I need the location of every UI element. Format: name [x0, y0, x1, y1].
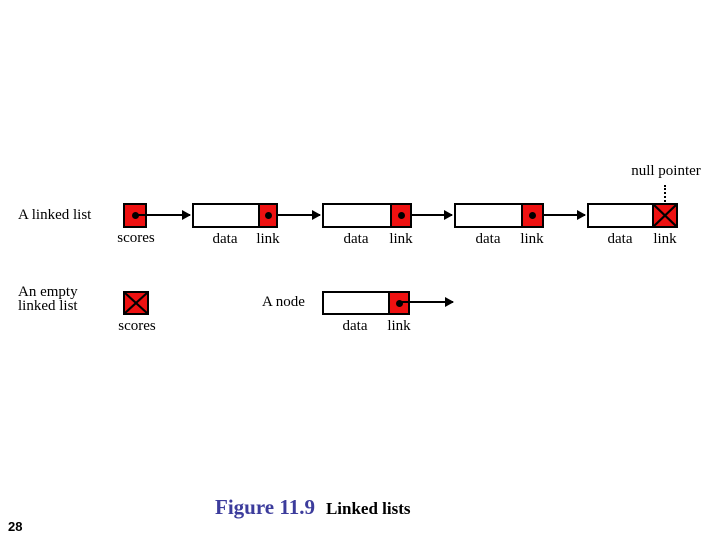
node-box — [322, 291, 410, 315]
empty-list-label: An empty linked list — [18, 284, 78, 314]
figure-label: Figure 11.9 — [215, 495, 315, 519]
pointer-dot-icon — [264, 212, 272, 219]
node-data-label: data — [343, 231, 369, 247]
null-x-icon — [125, 293, 147, 313]
node-box — [192, 203, 278, 228]
node: data link — [587, 203, 678, 249]
link-cell — [652, 205, 676, 226]
arrow-head-icon — [577, 210, 586, 220]
null-pointer-dotted-line — [664, 185, 666, 202]
empty-pointer-box — [123, 291, 149, 315]
arrow-head-icon — [182, 210, 191, 220]
arrow — [401, 210, 453, 220]
node-data-label: data — [475, 231, 501, 247]
node: data link — [192, 203, 280, 249]
empty-list-label-line2: linked list — [18, 297, 78, 314]
node-link-label: link — [520, 231, 544, 247]
link-cell — [258, 205, 276, 226]
empty-list-label-line1: An empty — [18, 284, 78, 300]
arrow-head-icon — [312, 210, 321, 220]
node-link-label: link — [389, 231, 413, 247]
node-link-label: link — [653, 231, 677, 247]
arrow-head-icon — [444, 210, 453, 220]
node-link-label: link — [387, 318, 411, 334]
node: data link — [454, 203, 544, 249]
null-pointer-label: null pointer — [631, 163, 701, 179]
arrow — [268, 210, 321, 220]
node-box — [454, 203, 544, 228]
link-cell — [388, 293, 408, 313]
pointer-dot-icon — [395, 299, 403, 307]
arrow — [134, 210, 191, 220]
node-box — [587, 203, 678, 228]
arrow — [399, 297, 454, 307]
linked-list-label: A linked list — [18, 207, 92, 223]
figure-caption: Figure 11.9 Linked lists — [215, 495, 411, 520]
figure-title: Linked lists — [325, 499, 411, 518]
link-cell — [521, 205, 542, 226]
null-x-icon — [654, 205, 676, 226]
pointer-dot-icon — [397, 212, 405, 219]
arrow — [532, 210, 586, 220]
node-data-label: data — [607, 231, 633, 247]
page-number: 28 — [8, 519, 23, 534]
head-pointer-name: scores — [117, 230, 155, 246]
node-data-label: data — [342, 318, 368, 334]
node: data link — [322, 291, 411, 337]
node: data link — [322, 203, 413, 249]
arrow-head-icon — [445, 297, 454, 307]
link-cell — [390, 205, 410, 226]
node-callout-label: A node — [262, 294, 305, 310]
node-box — [322, 203, 412, 228]
pointer-dot-icon — [529, 212, 536, 219]
node-data-label: data — [212, 231, 238, 247]
node-link-label: link — [256, 231, 280, 247]
empty-pointer-name: scores — [118, 318, 156, 334]
